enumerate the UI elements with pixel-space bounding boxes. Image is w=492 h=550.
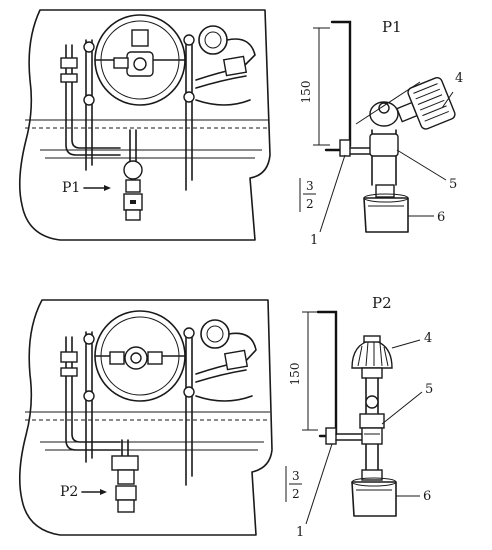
p1-valve-detail: P1 150 3 2 4: [299, 18, 463, 248]
p2-callout-5: 5: [425, 382, 433, 397]
p2-callout-4: 4: [424, 331, 432, 346]
p2-position-label: P2: [372, 294, 392, 312]
p2-dimension-150: 150: [288, 363, 302, 386]
p1-callout-5: 5: [449, 177, 457, 192]
p2-valve-detail: P2 150 3 2 4 5 6: [285, 294, 433, 540]
p2-fraction-den: 2: [292, 487, 300, 501]
p1-fraction-den: 2: [306, 197, 314, 211]
p1-installation-view: P1: [18, 9, 271, 241]
p2-arrow-label: P2: [60, 484, 78, 500]
p2-callout-6: 6: [423, 489, 431, 504]
p2-installation-view: P2: [18, 299, 273, 536]
p1-fraction-num: 3: [306, 179, 314, 193]
p1-callout-6: 6: [437, 210, 445, 225]
p1-arrow-label: P1: [62, 180, 80, 196]
p2-callout-1: 1: [296, 525, 304, 540]
p1-callout-4: 4: [455, 71, 463, 86]
p1-dimension-150: 150: [299, 81, 313, 104]
p1-position-label: P1: [382, 18, 402, 36]
p2-fraction-num: 3: [292, 469, 300, 483]
p1-callout-1: 1: [310, 233, 318, 248]
